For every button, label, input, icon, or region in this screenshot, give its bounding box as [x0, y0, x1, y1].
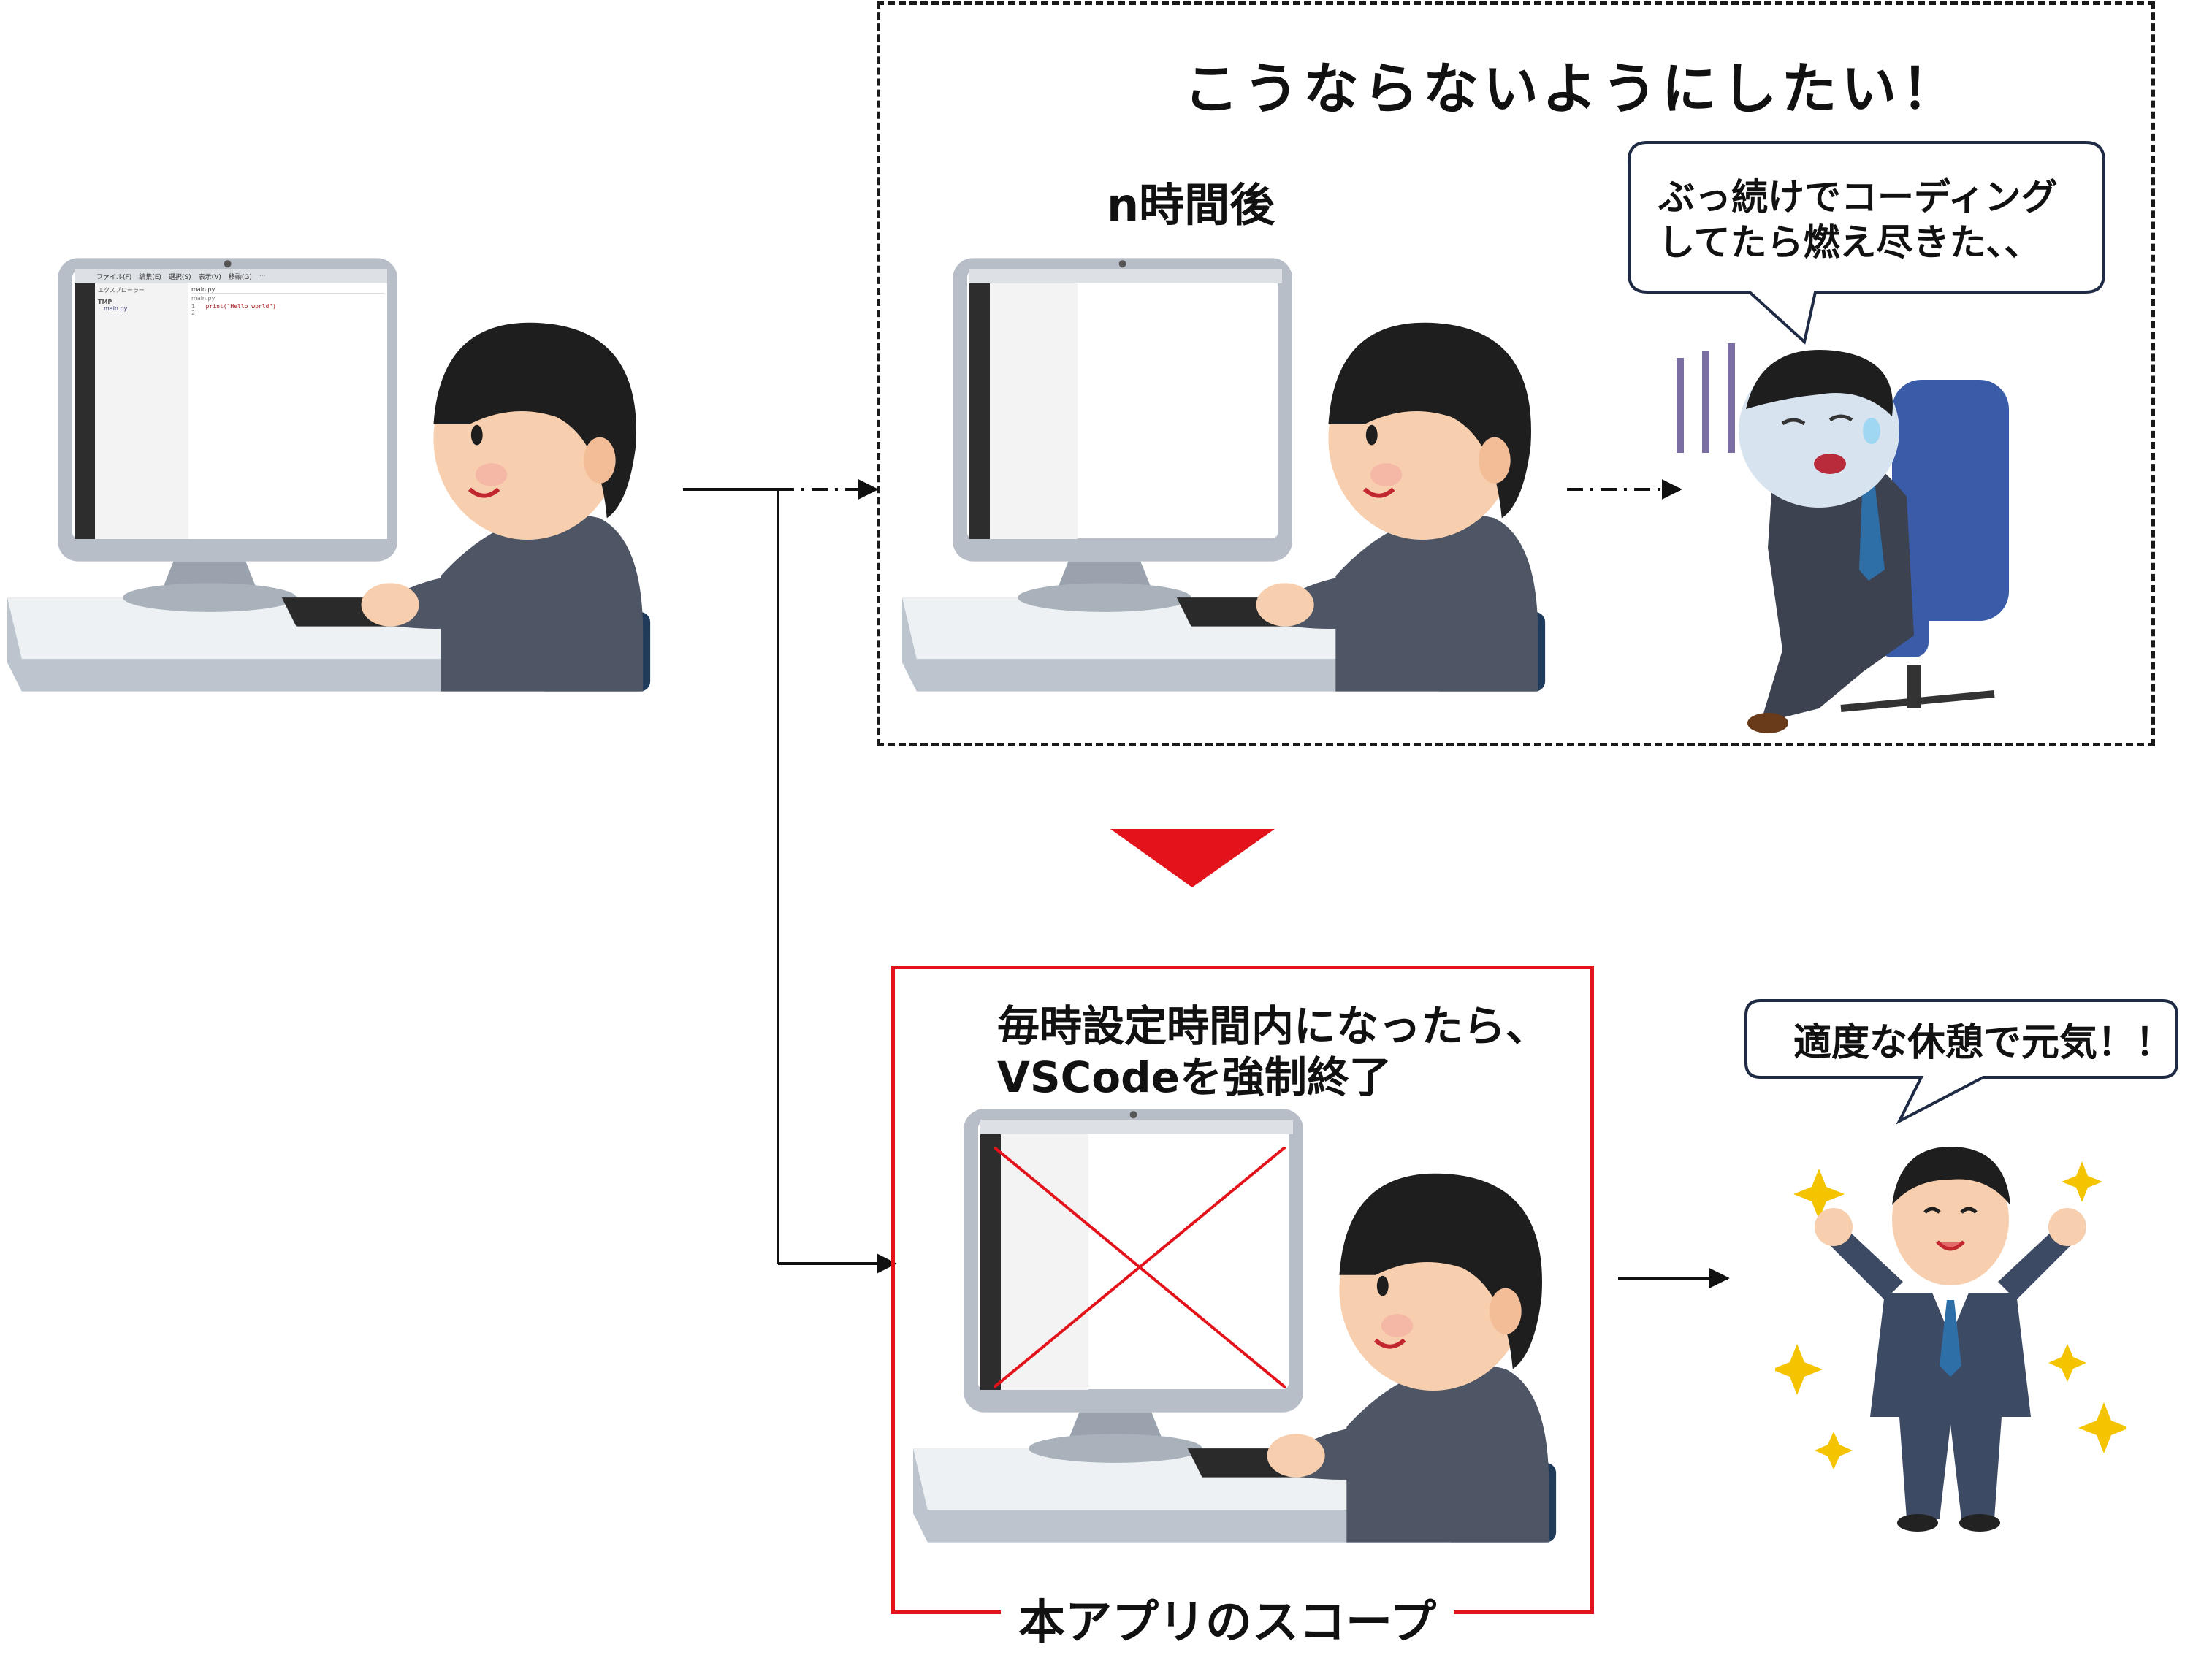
speech-bubble-burnout — [1628, 141, 2105, 345]
scope-caption-line2: VSCodeを強制終了 — [997, 1052, 1392, 1102]
editor-breadcrumb: main.py — [191, 295, 216, 302]
line-number-1: 1 — [191, 303, 195, 310]
sparkle-icon — [1793, 1169, 1845, 1220]
scope-workstation — [913, 1107, 1563, 1545]
editor-pane: main.py main.py 1 print("Hello wprld") 2 — [188, 283, 387, 539]
energetic-speech-text: 適度な休憩で元気！！ — [1793, 1021, 2174, 1065]
line-number-2: 2 — [191, 310, 195, 316]
explorer-title: エクスプローラー — [98, 287, 145, 294]
panel-heading: こうならないようにしたい！ — [1183, 56, 1961, 121]
explorer-panel: エクスプローラー TMP main.py — [95, 283, 188, 539]
energetic-person-illustration — [1775, 1147, 2126, 1532]
code-line: print("Hello wprld") — [205, 303, 276, 310]
file-entry: main.py — [104, 305, 128, 312]
editor-menubar: ファイル(F) 編集(E) 選択(S) 表示(V) 移動(G) ··· — [75, 269, 387, 283]
menu-go: 移動(G) — [228, 273, 252, 281]
activity-bar — [75, 283, 95, 539]
menu-edit: 編集(E) — [139, 273, 161, 281]
editor-tab: main.py — [191, 286, 384, 294]
menu-more: ··· — [259, 272, 266, 280]
menu-view: 表示(V) — [198, 273, 221, 281]
editor-screenshot: ファイル(F) 編集(E) 選択(S) 表示(V) 移動(G) ··· エクスプ… — [75, 269, 387, 539]
folder-label: TMP — [98, 299, 112, 305]
menu-select: 選択(S) — [168, 273, 191, 281]
time-label: n時間後 — [1107, 178, 1275, 232]
speech-bubble-energetic — [1744, 999, 2178, 1125]
menu-file: ファイル(F) — [96, 273, 132, 281]
down-arrow-icon — [1110, 829, 1275, 887]
burnout-speech-line2: してたら燃え尽きた、、 — [1658, 221, 2041, 264]
editor-screenshot-3 — [980, 1120, 1293, 1390]
scope-caption-line1: 毎時設定時間内になったら、 — [997, 1001, 1549, 1051]
bad-outcome-panel — [877, 1, 2155, 746]
overtime-workstation — [902, 256, 1552, 694]
editor-screenshot-2 — [969, 269, 1282, 539]
force-close-cross-icon — [994, 1147, 1286, 1388]
left-workstation: ファイル(F) 編集(E) 選択(S) 表示(V) 移動(G) ··· エクスプ… — [7, 256, 657, 694]
scope-label: 本アプリのスコープ — [1001, 1585, 1454, 1652]
burnout-person-illustration — [1677, 343, 2009, 733]
burnout-speech-line1: ぶっ続けでコーディング — [1658, 176, 2058, 218]
